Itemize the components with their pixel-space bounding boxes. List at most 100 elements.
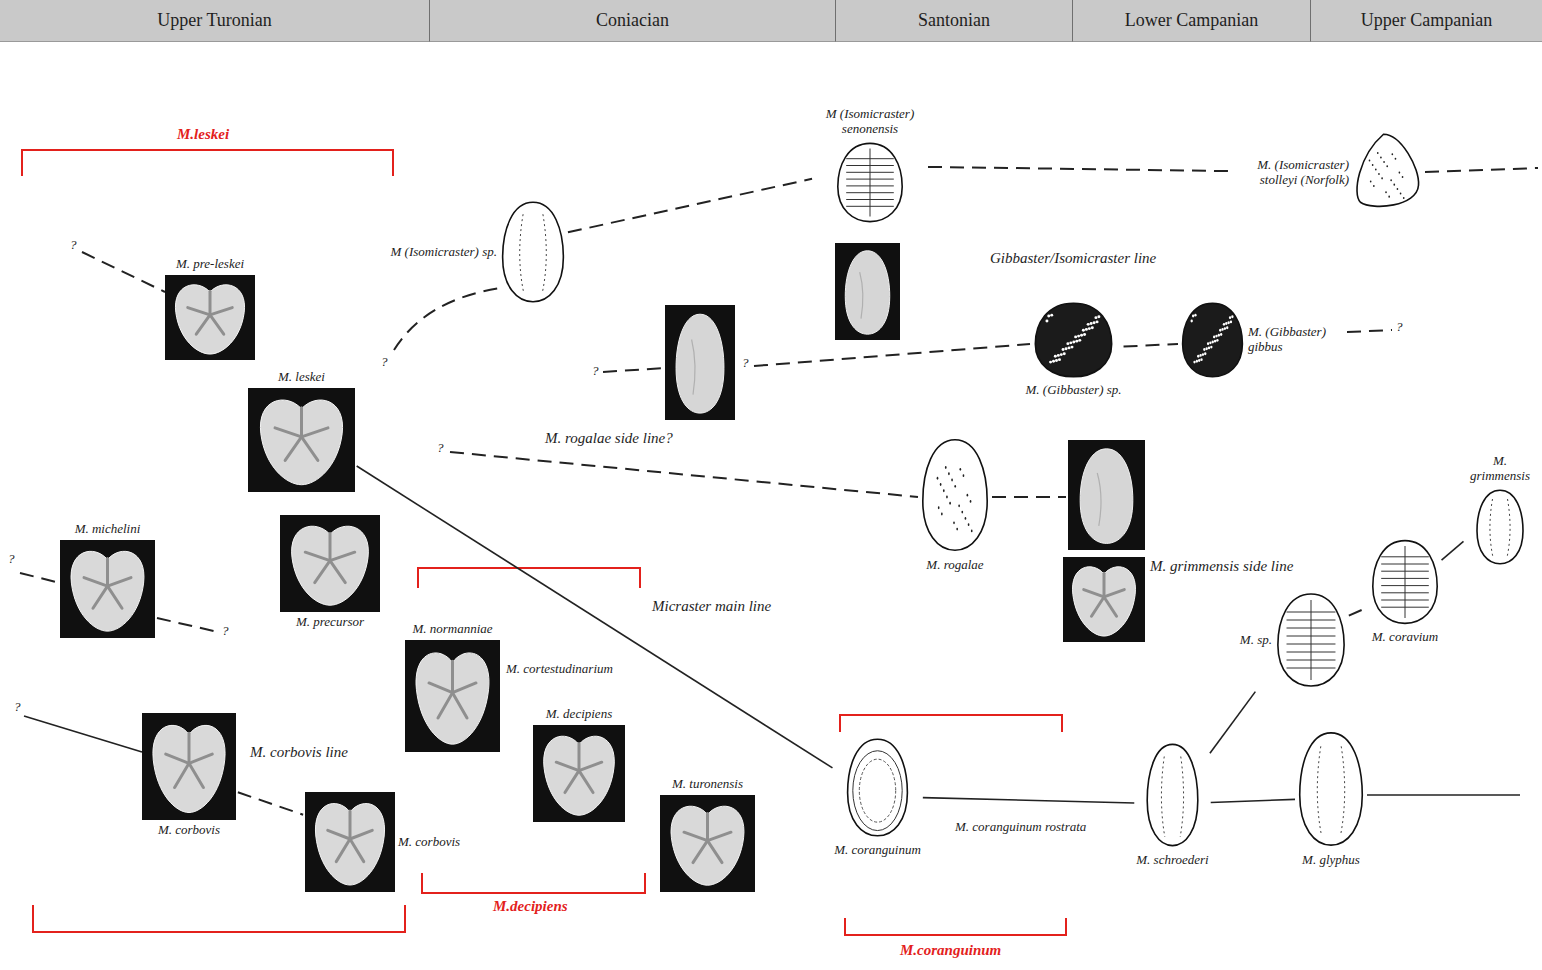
species-name: M. (Isomicraster) stolleyi (Norfolk) bbox=[1234, 158, 1349, 188]
sketch-dot bbox=[1197, 355, 1199, 358]
stage-band: Upper Turonian bbox=[0, 0, 430, 42]
specimen-node: M. schroederi bbox=[1136, 740, 1208, 868]
ambulacrum bbox=[453, 693, 468, 718]
sketch-detail bbox=[1180, 757, 1183, 837]
sketch-outline bbox=[1278, 594, 1344, 686]
sketch-dot bbox=[938, 506, 940, 509]
specimen-sketch bbox=[1147, 744, 1198, 845]
specimen-photo bbox=[1063, 557, 1145, 642]
sketch-outline bbox=[1035, 303, 1111, 377]
lineage-line bbox=[24, 716, 142, 752]
group-label: M.decipiens bbox=[493, 898, 568, 915]
specimen-image bbox=[1275, 590, 1347, 690]
lineage-label: ? bbox=[437, 441, 444, 456]
species-name: M. pre-leskei bbox=[176, 257, 244, 272]
sketch-dot bbox=[948, 472, 950, 475]
sketch-dot bbox=[965, 517, 967, 520]
sketch-dot bbox=[1094, 316, 1097, 319]
specimen-image bbox=[280, 515, 380, 612]
lineage-label: ? bbox=[742, 356, 749, 371]
ambulacrum bbox=[285, 437, 301, 461]
specimen-node: M. normanniae bbox=[405, 622, 500, 752]
sketch-dot bbox=[1380, 156, 1382, 158]
lineage-line bbox=[157, 618, 218, 632]
sketch-dot bbox=[1386, 165, 1388, 167]
stage-name: Coniacian bbox=[596, 10, 669, 31]
specimen-node: M (Isomicraster) senonensis bbox=[814, 107, 926, 225]
test-outline bbox=[71, 551, 144, 631]
sketch-dot bbox=[1227, 321, 1229, 324]
ambulacrum bbox=[209, 291, 212, 315]
sketch-dot bbox=[1216, 339, 1218, 342]
species-name: M. normanniae bbox=[412, 622, 492, 637]
sketch-detail bbox=[542, 214, 546, 293]
lineage-label: M. cortestudinarium bbox=[506, 662, 613, 677]
lineage-line bbox=[1367, 794, 1520, 796]
ambulacrum bbox=[1104, 597, 1117, 616]
ambulacrum bbox=[188, 733, 191, 763]
specimen-label-group: M. corbovis bbox=[398, 835, 460, 850]
sketch-detail bbox=[1507, 499, 1510, 557]
photo-ground bbox=[248, 388, 355, 492]
test-outline bbox=[153, 725, 225, 812]
lineage-connector bbox=[1210, 692, 1255, 754]
lineage-label: ? bbox=[381, 355, 388, 370]
lineage-label: ? bbox=[592, 364, 599, 379]
species-name: M. sp. bbox=[1240, 633, 1272, 648]
sketch-dot bbox=[1047, 315, 1050, 318]
lineage-line bbox=[1425, 168, 1538, 172]
specimen-label-group: M. corbovis bbox=[158, 823, 220, 838]
sketch-dot bbox=[1226, 326, 1228, 329]
sketch-dot bbox=[1214, 340, 1216, 343]
ambulacrum bbox=[438, 693, 453, 718]
specimen-node: M. michelini bbox=[60, 522, 155, 638]
specimen-label-group: M. grimmensis bbox=[1465, 454, 1535, 484]
sketch-dot bbox=[1207, 342, 1209, 345]
lineage-label: M. grimmensis side line bbox=[1150, 558, 1293, 575]
sketch-dot bbox=[1054, 355, 1057, 358]
sketch-dot bbox=[1062, 348, 1065, 351]
sketch-dot bbox=[1075, 340, 1078, 343]
sketch-dot bbox=[1402, 176, 1404, 178]
red-bracket bbox=[840, 715, 1062, 732]
sketch-dot bbox=[954, 485, 956, 488]
sketch-outline bbox=[923, 440, 987, 550]
sketch-dot bbox=[946, 496, 948, 499]
ambulacrum bbox=[330, 561, 345, 583]
sketch-dot bbox=[1203, 348, 1205, 351]
sketch-dot bbox=[1397, 188, 1399, 190]
lineage-label: M. coranguinum rostrata bbox=[955, 820, 1086, 835]
red-bracket bbox=[418, 568, 640, 588]
sketch-dot bbox=[1225, 322, 1227, 325]
sketch-dot bbox=[940, 483, 942, 486]
specimen-photo bbox=[248, 388, 355, 492]
specimen-photo bbox=[835, 243, 900, 340]
sketch-outline bbox=[1183, 303, 1243, 377]
sketch-dot bbox=[1074, 335, 1077, 338]
sketch-outline bbox=[503, 202, 564, 301]
lineage-connector bbox=[1349, 607, 1368, 615]
ambulacrum bbox=[350, 830, 372, 839]
test-outline bbox=[315, 804, 384, 885]
sketch-dot bbox=[1403, 197, 1405, 199]
sketch-dot bbox=[1372, 164, 1374, 166]
ambulacrum bbox=[1104, 590, 1124, 597]
specimen-image bbox=[405, 640, 500, 752]
lineage-label: ? bbox=[1396, 320, 1403, 335]
lineage-line bbox=[82, 252, 165, 292]
sketch-dot bbox=[1400, 192, 1402, 194]
sketch-dot bbox=[1191, 320, 1193, 323]
specimen-photo bbox=[533, 725, 625, 822]
test-shading bbox=[860, 272, 863, 319]
sketch-dot bbox=[1050, 314, 1053, 317]
stage-band: Lower Campanian bbox=[1073, 0, 1311, 42]
sketch-dot bbox=[1209, 341, 1211, 344]
specimen-label-group: M. precursor bbox=[296, 615, 364, 630]
sketch-dot bbox=[968, 523, 970, 526]
specimen-image bbox=[1475, 487, 1525, 567]
ambulacrum bbox=[108, 578, 131, 586]
specimen-label-group: M. (Gibbaster) sp. bbox=[1025, 383, 1121, 398]
sketch-dot bbox=[1212, 341, 1214, 344]
ambulacrum bbox=[189, 754, 212, 763]
sketch-dot bbox=[1230, 320, 1232, 323]
